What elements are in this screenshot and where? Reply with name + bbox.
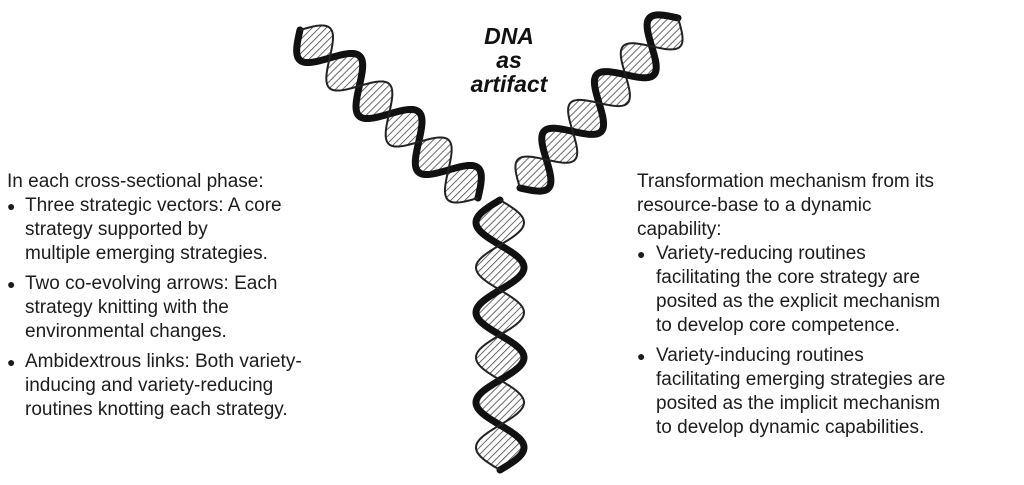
bullet-line: routines knotting each strategy. bbox=[25, 398, 337, 422]
bullet-line: Ambidextrous links: Both variety- bbox=[25, 350, 337, 374]
bullet-line: to develop dynamic capabilities. bbox=[656, 416, 1023, 440]
intro-line: Transformation mechanism from its bbox=[637, 170, 1023, 194]
title-line-2: as bbox=[455, 48, 563, 72]
bullet-line: inducing and variety-reducing bbox=[25, 374, 337, 398]
left-bullet-item: Two co-evolving arrows: Each strategy kn… bbox=[7, 272, 337, 344]
right-text-panel: Transformation mechanism from its resour… bbox=[637, 170, 1023, 440]
right-bullet-item: Variety-reducing routines facilitating t… bbox=[637, 242, 1023, 338]
bullet-line: environmental changes. bbox=[25, 320, 337, 344]
bullet-line: Two co-evolving arrows: Each bbox=[25, 272, 337, 296]
bullet-line: Variety-inducing routines bbox=[656, 344, 1023, 368]
right-panel-intro: Transformation mechanism from its resour… bbox=[637, 170, 1023, 242]
title-line-1: DNA bbox=[455, 24, 563, 48]
bullet-line: strategy supported by bbox=[25, 218, 337, 242]
bullet-line: posited as the implicit mechanism bbox=[656, 392, 1023, 416]
left-bullet-list: Three strategic vectors: A core strategy… bbox=[7, 194, 337, 422]
left-bullet-item: Three strategic vectors: A core strategy… bbox=[7, 194, 337, 266]
right-bullet-list: Variety-reducing routines facilitating t… bbox=[637, 242, 1023, 440]
bullet-line: facilitating emerging strategies are bbox=[656, 368, 1023, 392]
dna-helix-lower-icon bbox=[476, 200, 524, 470]
left-text-panel: In each cross-sectional phase: Three str… bbox=[7, 170, 337, 422]
title-line-3: artifact bbox=[455, 72, 563, 96]
diagram-title: DNA as artifact bbox=[455, 24, 563, 96]
bullet-line: posited as the explicit mechanism bbox=[656, 290, 1023, 314]
intro-line: resource-base to a dynamic bbox=[637, 194, 1023, 218]
bullet-line: facilitating the core strategy are bbox=[656, 266, 1023, 290]
left-panel-intro: In each cross-sectional phase: bbox=[7, 170, 337, 194]
bullet-line: multiple emerging strategies. bbox=[25, 242, 337, 266]
bullet-line: strategy knitting with the bbox=[25, 296, 337, 320]
bullet-line: Variety-reducing routines bbox=[656, 242, 1023, 266]
left-bullet-item: Ambidextrous links: Both variety- induci… bbox=[7, 350, 337, 422]
intro-line: capability: bbox=[637, 218, 1023, 242]
bullet-line: to develop core competence. bbox=[656, 314, 1023, 338]
right-bullet-item: Variety-inducing routines facilitating e… bbox=[637, 344, 1023, 440]
bullet-line: Three strategic vectors: A core bbox=[25, 194, 337, 218]
